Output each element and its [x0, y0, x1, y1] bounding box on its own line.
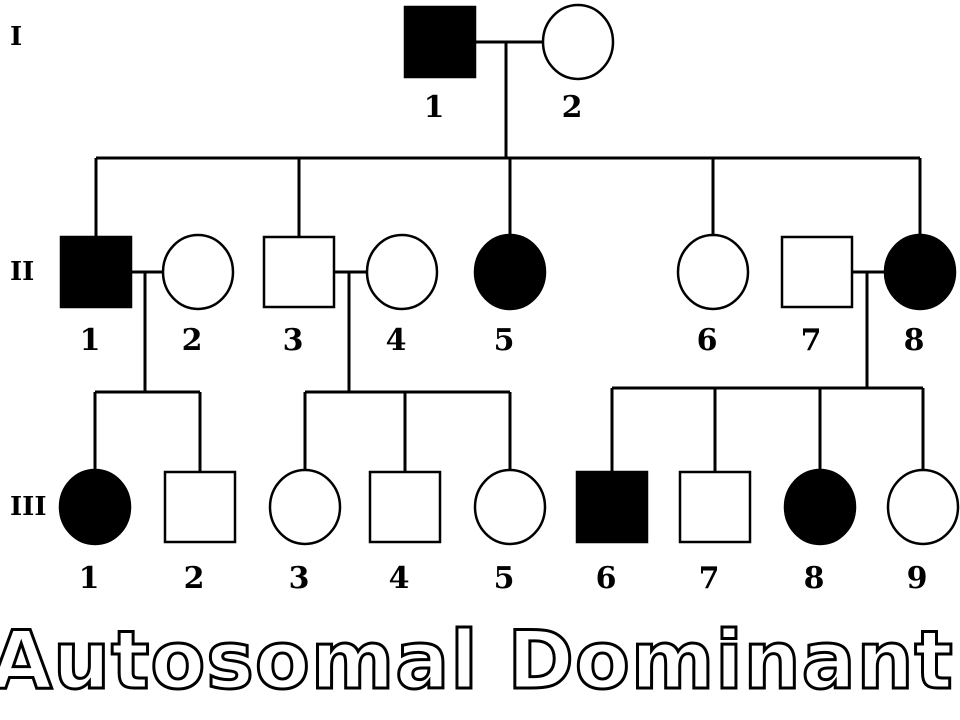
individual-number: 6 [697, 323, 718, 358]
individual-number: 8 [804, 561, 825, 596]
individual-number: 1 [79, 561, 100, 596]
affected-male-symbol [403, 5, 477, 79]
individual-number: 7 [699, 561, 720, 596]
generation-label: III [10, 492, 47, 522]
unaffected-female-symbol [161, 233, 235, 311]
generation-label: I [10, 22, 22, 52]
affected-female-symbol [783, 468, 857, 546]
unaffected-female-symbol [268, 468, 342, 546]
unaffected-female-symbol [473, 468, 547, 546]
affected-female-symbol [58, 468, 132, 546]
individual-number: 3 [283, 323, 304, 358]
affected-male-symbol [575, 470, 649, 544]
unaffected-male-symbol [262, 235, 336, 309]
affected-male-symbol [59, 235, 133, 309]
individual-number: 4 [386, 323, 407, 358]
individual-number: 7 [801, 323, 822, 358]
individual-number: 1 [80, 323, 101, 358]
individual-number: 9 [907, 561, 928, 596]
diagram-title: Autosomal Dominant [0, 614, 954, 707]
individual-number: 4 [389, 561, 410, 596]
unaffected-male-symbol [368, 470, 442, 544]
generation-label: II [10, 257, 34, 287]
unaffected-male-symbol [678, 470, 752, 544]
individual-number: 3 [289, 561, 310, 596]
unaffected-female-symbol [886, 468, 960, 546]
unaffected-female-symbol [541, 3, 615, 81]
individual-number: 5 [494, 561, 515, 596]
unaffected-female-symbol [676, 233, 750, 311]
unaffected-male-symbol [163, 470, 237, 544]
individual-number: 2 [184, 561, 205, 596]
individual-number: 2 [562, 90, 583, 125]
individual-number: 5 [494, 323, 515, 358]
affected-female-symbol [883, 233, 957, 311]
unaffected-male-symbol [780, 235, 854, 309]
individual-number: 8 [904, 323, 925, 358]
individual-number: 6 [596, 561, 617, 596]
pedigree-lines [93, 40, 925, 472]
pedigree-symbols [58, 3, 960, 546]
affected-female-symbol [473, 233, 547, 311]
individual-number: 1 [424, 90, 445, 125]
unaffected-female-symbol [365, 233, 439, 311]
individual-number: 2 [182, 323, 203, 358]
pedigree-labels: 1 2 1 2 3 4 5 6 7 8 1 2 3 4 5 6 7 8 9 [79, 90, 928, 596]
